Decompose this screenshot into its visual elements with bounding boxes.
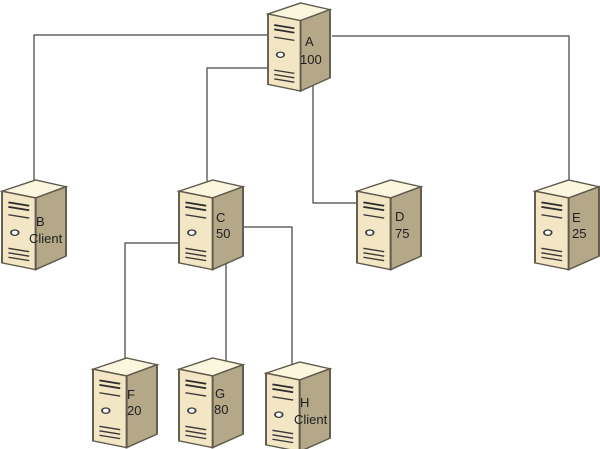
server-e-value: 25 — [572, 226, 586, 241]
server-icon — [0, 178, 68, 271]
edge-c-f — [124, 242, 182, 363]
server-f-value: 20 — [127, 403, 141, 418]
server-node-g[interactable] — [177, 356, 245, 449]
server-f-name: F — [127, 387, 135, 402]
server-g-name: G — [215, 386, 225, 401]
server-b-value: Client — [29, 231, 63, 246]
server-node-f[interactable] — [91, 356, 159, 449]
server-b-name: B — [36, 214, 45, 229]
connectors — [33, 34, 570, 368]
server-c-value: 50 — [216, 226, 230, 241]
server-d-value: 75 — [395, 226, 409, 241]
server-icon — [177, 356, 245, 449]
server-icon — [533, 178, 600, 271]
server-h-name: H — [300, 395, 309, 410]
server-c-name: C — [216, 210, 225, 225]
server-e-name: E — [572, 210, 581, 225]
server-node-e[interactable] — [533, 178, 600, 271]
server-icon — [91, 356, 159, 449]
edge-a-d — [312, 82, 360, 204]
server-node-h[interactable] — [264, 360, 332, 449]
server-g-value: 80 — [214, 402, 228, 417]
server-icon — [177, 178, 245, 271]
edge-a-b — [33, 34, 270, 185]
edge-a-e — [332, 35, 570, 182]
server-icon — [355, 178, 423, 271]
server-a-value: 100 — [300, 52, 322, 67]
edge-a-c — [206, 67, 270, 188]
server-icon — [266, 1, 332, 93]
edge-c-h — [243, 226, 293, 368]
server-d-name: D — [395, 209, 404, 224]
server-node-d[interactable] — [355, 178, 423, 271]
server-node-b[interactable] — [0, 178, 68, 271]
server-node-a[interactable] — [266, 1, 332, 93]
server-h-value: Client — [294, 412, 328, 427]
server-icon — [264, 360, 332, 449]
server-node-c[interactable] — [177, 178, 245, 271]
server-a-name: A — [305, 34, 314, 49]
